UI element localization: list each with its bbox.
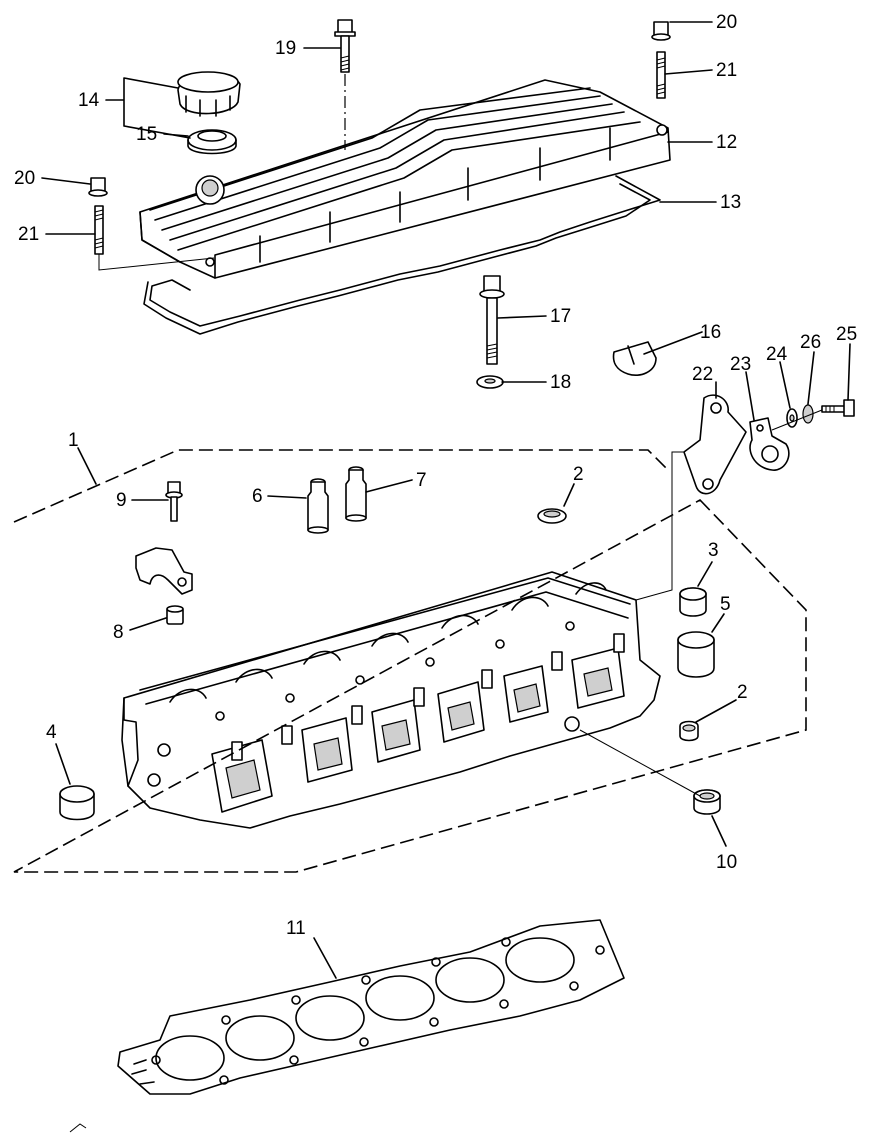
callout-19: 19 [275,38,296,59]
camshaft-bearing-cap [135,547,193,595]
oil-filler-cap [177,71,241,117]
oil-filler-seal [187,129,237,155]
callout-21: 21 [716,60,737,81]
plug-10 [693,789,721,815]
callout-7: 7 [416,470,427,491]
callout-2: 2 [573,464,584,485]
plug-2-upper [537,508,567,524]
centerline-stud-21-left [98,254,215,271]
callout-23: 23 [730,354,751,375]
callout-20: 20 [716,12,737,33]
callout-15: 15 [136,124,157,145]
callout-8: 8 [113,622,124,643]
callout-16: 16 [700,322,721,343]
callout-10: 10 [716,852,737,873]
callout-5: 5 [720,594,731,615]
bolt-25 [821,399,855,417]
plug-4 [59,785,95,821]
corner-mark [69,1123,87,1133]
clamp-23 [749,417,790,471]
kit-boundary-outline [13,449,807,873]
callout-25: 25 [836,324,857,345]
callout-17: 17 [550,306,571,327]
centerline-bracket [635,451,684,601]
bolt-9 [165,481,183,522]
semi-circular-plug-16 [612,341,657,376]
plug-2-lower [679,720,699,742]
plug-3 [679,587,707,617]
plug-5 [677,631,715,678]
callout-21: 21 [18,224,39,245]
callout-12: 12 [716,132,737,153]
callout-18: 18 [550,372,571,393]
cylinder-head-gasket [117,919,625,1095]
callout-9: 9 [116,490,127,511]
cover-nut-20-right [651,21,671,41]
callout-26: 26 [800,332,821,353]
callout-24: 24 [766,344,788,365]
washer-24 [786,408,798,428]
callout-2: 2 [737,682,748,703]
valve-cover [139,79,671,279]
callout-4: 4 [46,722,57,743]
callout-14: 14 [78,90,100,111]
callout-1: 1 [68,430,79,451]
centerline-clamp-bolt [771,409,823,431]
leader-lines [41,21,851,979]
callout-11: 11 [286,918,306,939]
centerline-plug-10 [579,729,701,797]
callout-labels: 1 2 2 3 4 5 6 7 8 9 10 11 12 13 14 15 16… [14,12,857,939]
valve-guide-6 [307,478,329,534]
callout-20: 20 [14,168,35,189]
valve-cover-gasket [143,175,661,335]
cover-bolt-19 [334,19,356,73]
callout-3: 3 [708,540,719,561]
head-bolt-washer-18 [476,375,504,389]
cylinder-head [121,571,661,829]
cover-nut-20-left [88,177,108,197]
cover-stud-21-right [656,51,666,99]
head-bolt-17 [479,275,505,365]
bracket-22 [683,394,747,495]
callout-13: 13 [720,192,741,213]
callout-22: 22 [692,364,713,385]
valve-guide-7 [345,466,367,522]
callout-6: 6 [252,486,263,507]
cover-stud-21-left [94,205,104,255]
dowel-pin-8 [166,605,184,625]
